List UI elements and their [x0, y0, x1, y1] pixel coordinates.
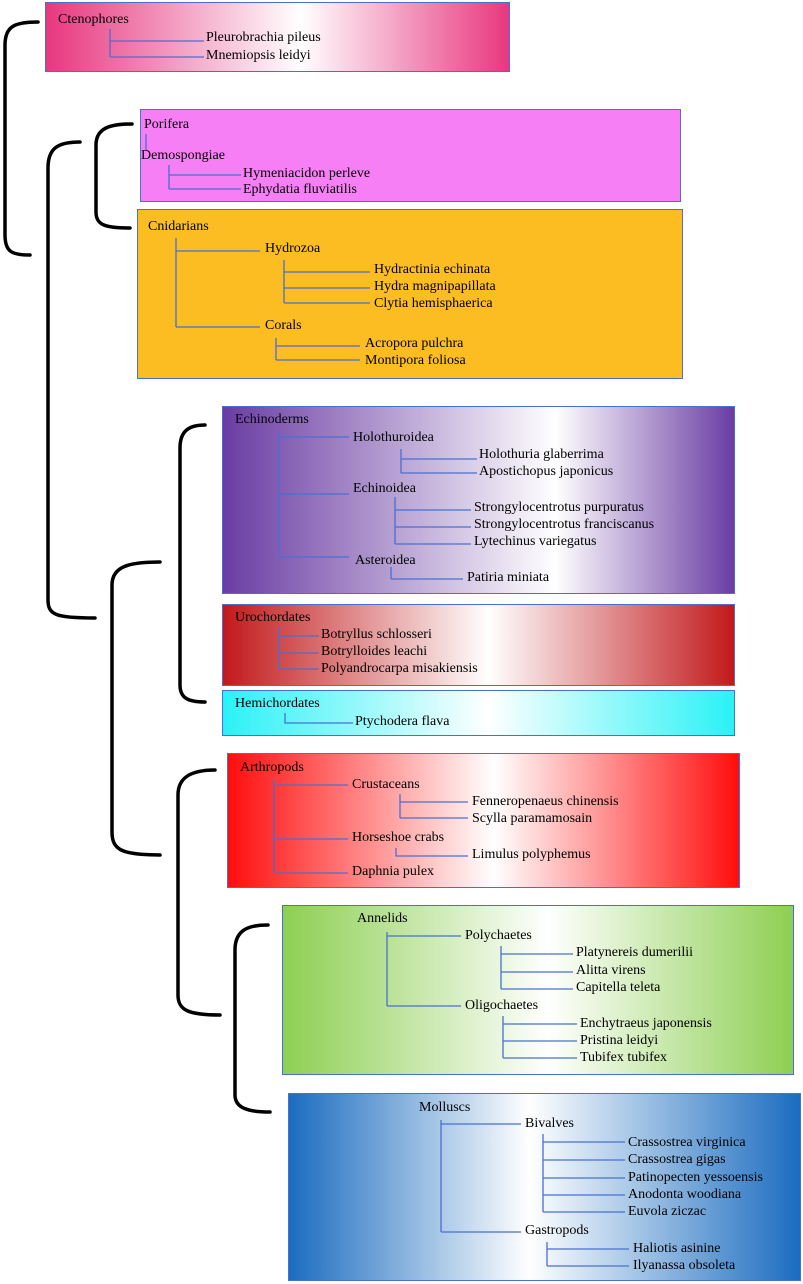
species-ilyanassa: Ilyanassa obsoleta: [633, 1258, 736, 1273]
arthropods-label: Arthropods: [240, 760, 304, 775]
species-pleurobrachia: Pleurobrachia pileus: [206, 30, 321, 45]
urochordates-box: Urochordates Botryllus schlosseri Botryl…: [222, 604, 735, 686]
hemichordates-label: Hemichordates: [235, 696, 320, 711]
cnidarians-label: Cnidarians: [148, 219, 209, 234]
species-c-gigas: Crassostrea gigas: [628, 1152, 726, 1167]
crustaceans-label: Crustaceans: [352, 777, 420, 792]
species-s-purpuratus: Strongylocentrotus purpuratus: [474, 500, 644, 515]
species-hydra: Hydra magnipapillata: [374, 279, 496, 294]
species-holothuria: Holothuria glaberrima: [479, 447, 604, 462]
species-patiria: Patiria miniata: [467, 570, 550, 585]
polychaetes-label: Polychaetes: [465, 928, 532, 943]
species-ptychodera: Ptychodera flava: [355, 714, 450, 729]
species-euvola: Euvola ziczac: [628, 1204, 707, 1219]
annelids-connectors: [386, 932, 577, 1059]
hemichordates-box: Hemichordates Ptychodera flava: [222, 690, 735, 736]
species-limulus: Limulus polyphemus: [472, 847, 591, 862]
arthropods-connectors: [273, 779, 468, 874]
asteroidea-label: Asteroidea: [355, 553, 416, 568]
deuterostome-bracket: [178, 423, 207, 704]
species-acropora: Acropora pulchra: [365, 336, 464, 351]
species-apostichopus: Apostichopus japonicus: [479, 464, 614, 479]
porifera-box: Porifera Demospongiae Hymeniacidon perle…: [140, 109, 681, 202]
species-mnemiopsis: Mnemiopsis leidyi: [206, 48, 311, 63]
species-botrylloides: Botrylloides leachi: [321, 644, 428, 659]
echinoderms-box: Echinoderms Holothuroidea Holothuria gla…: [222, 406, 735, 594]
species-capitella: Capitella teleta: [576, 980, 661, 995]
species-clytia: Clytia hemisphaerica: [374, 296, 493, 311]
protostome-bracket: [176, 768, 222, 1017]
species-haliotis: Haliotis asinine: [633, 1241, 721, 1256]
species-hymeniacidon: Hymeniacidon perleve: [243, 166, 371, 181]
species-hydractinia: Hydractinia echinata: [374, 262, 491, 277]
root-bracket-lower: [46, 140, 97, 620]
cnidarians-box: Cnidarians Hydrozoa Hydractinia echinata…: [137, 209, 683, 379]
cnidarians-connectors: [175, 238, 370, 361]
bilateria-bracket: [110, 560, 162, 857]
species-fenneropenaeus: Fenneropenaeus chinensis: [472, 794, 619, 809]
hydrozoa-label: Hydrozoa: [265, 241, 321, 256]
species-tubifex: Tubifex tubifex: [580, 1050, 667, 1065]
molluscs-box: Molluscs Bivalves Crassostrea virginica …: [288, 1093, 801, 1281]
demospongiae-label: Demospongiae: [141, 148, 225, 163]
urochordates-connectors: [278, 627, 319, 670]
bivalves-label: Bivalves: [525, 1116, 574, 1131]
ctenophores-box: Ctenophores Pleurobrachia pileus Mnemiop…: [45, 2, 510, 72]
porifera-cnidarian-bracket: [94, 122, 134, 230]
species-daphnia: Daphnia pulex: [352, 864, 435, 879]
species-s-franciscanus: Strongylocentrotus franciscanus: [474, 517, 655, 532]
porifera-connectors: [145, 134, 241, 190]
gastropods-label: Gastropods: [525, 1223, 589, 1238]
species-platynereis: Platynereis dumerilii: [576, 945, 694, 960]
horseshoe-crabs-label: Horseshoe crabs: [352, 830, 445, 845]
root-bracket: [3, 20, 40, 257]
species-lytechinus: Lytechinus variegatus: [474, 534, 597, 549]
annelids-box: Annelids Polychaetes Platynereis dumeril…: [282, 905, 794, 1075]
lophotrochozoa-bracket: [233, 923, 272, 1114]
porifera-label: Porifera: [144, 117, 190, 132]
oligochaetes-label: Oligochaetes: [465, 998, 539, 1013]
hemichordates-connectors: [284, 713, 353, 724]
species-alitta: Alitta virens: [576, 963, 646, 978]
corals-label: Corals: [265, 318, 302, 333]
ctenophores-label: Ctenophores: [58, 12, 129, 27]
urochordates-label: Urochordates: [235, 610, 311, 625]
echinoderms-connectors: [278, 433, 477, 580]
species-montipora: Montipora foliosa: [365, 353, 466, 368]
species-anodonta: Anodonta woodiana: [628, 1187, 742, 1202]
holothuroidea-label: Holothuroidea: [353, 430, 434, 445]
echinoderms-label: Echinoderms: [235, 412, 309, 427]
molluscs-connectors: [440, 1120, 629, 1267]
species-patinopecten: Patinopecten yessoensis: [628, 1170, 763, 1185]
molluscs-label: Molluscs: [419, 1100, 471, 1115]
ctenophores-connectors: [109, 29, 204, 58]
echinoidea-label: Echinoidea: [353, 481, 416, 496]
species-polyandrocarpa: Polyandrocarpa misakiensis: [321, 661, 478, 676]
species-scylla: Scylla paramamosain: [472, 811, 593, 826]
species-pristina: Pristina leidyi: [580, 1033, 659, 1048]
species-c-virginica: Crassostrea virginica: [628, 1135, 746, 1150]
species-ephydatia: Ephydatia fluviatilis: [243, 182, 357, 197]
species-enchytraeus: Enchytraeus japonensis: [580, 1016, 712, 1031]
annelids-label: Annelids: [357, 911, 408, 926]
species-botryllus: Botryllus schlosseri: [321, 627, 432, 642]
arthropods-box: Arthropods Crustaceans Fenneropenaeus ch…: [227, 753, 740, 888]
